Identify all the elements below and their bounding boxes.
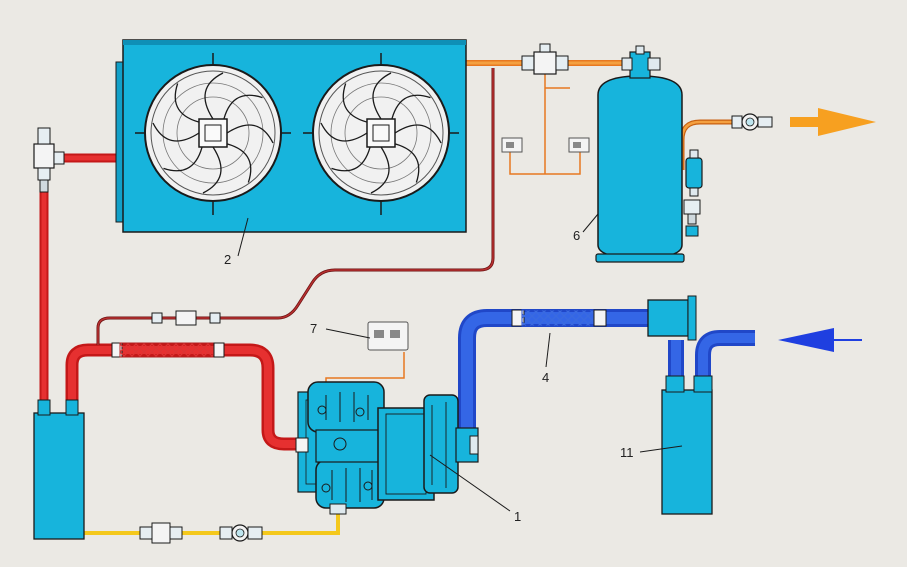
vibration-eliminator-hot <box>111 342 225 358</box>
filter-drier <box>683 149 703 237</box>
oil-return-line <box>84 510 340 535</box>
arrow-right-icon <box>790 108 876 136</box>
receiver <box>595 45 685 263</box>
label-filter-hose: 4 <box>542 370 549 385</box>
valve-icon <box>151 310 221 326</box>
vibration-eliminator-suction <box>511 309 607 327</box>
leader-lines <box>237 213 683 512</box>
oil-separator <box>33 399 85 540</box>
fan-icon <box>303 53 459 215</box>
pressure-switch-icon <box>501 137 523 153</box>
valve-icon <box>139 522 183 544</box>
label-separator: 11 <box>620 445 634 460</box>
compressor <box>295 381 479 515</box>
sight-glass <box>731 113 773 131</box>
arrow-left-icon <box>778 328 862 352</box>
label-condenser: 2 <box>224 252 231 267</box>
label-receiver: 6 <box>573 228 580 243</box>
pressure-switch-icon <box>367 321 409 351</box>
suction-filter <box>647 295 697 341</box>
sight-glass <box>219 524 263 542</box>
label-pressure-switch: 7 <box>310 321 317 336</box>
valve-icon <box>33 127 65 193</box>
valve-icon <box>521 43 569 75</box>
discharge-to-condenser-line <box>96 68 495 345</box>
liquid-separator <box>661 375 713 515</box>
label-compressor: 1 <box>514 509 521 524</box>
pressure-switch-icon <box>568 137 590 153</box>
fan-icon <box>135 53 291 215</box>
